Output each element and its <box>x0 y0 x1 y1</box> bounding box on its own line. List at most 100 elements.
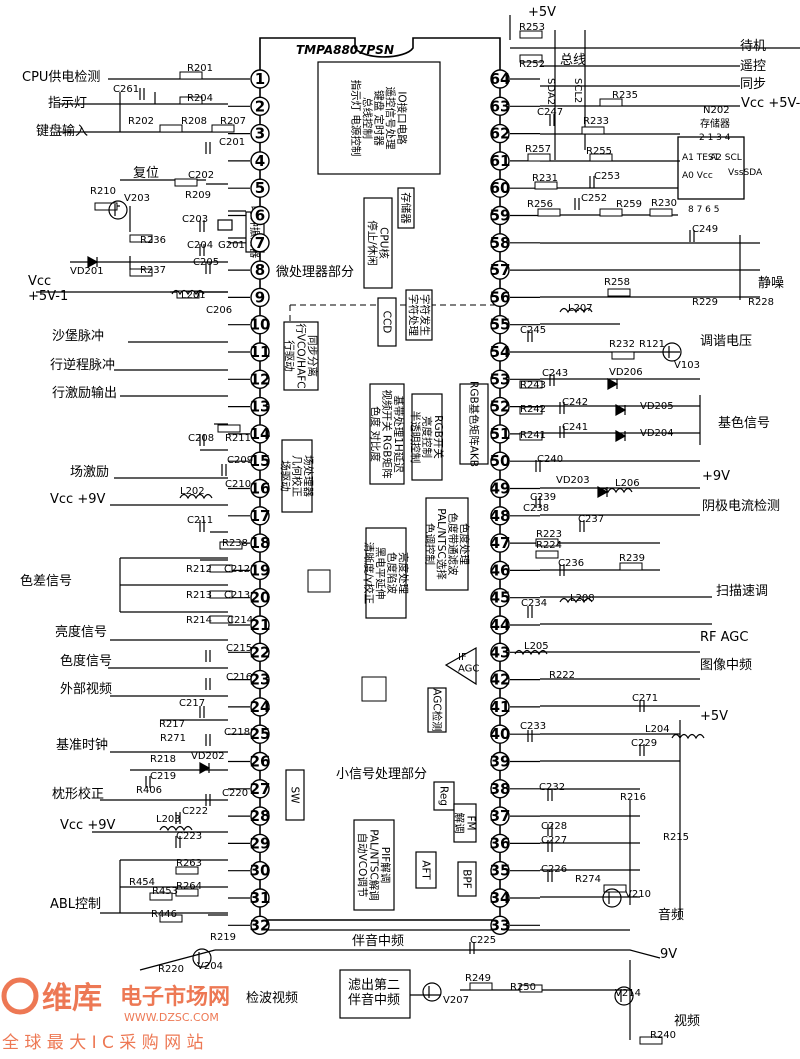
component-label: C271 <box>632 693 658 704</box>
label-sif: 伴音中频 <box>352 933 404 949</box>
pin-number: 11 <box>250 343 271 361</box>
pin-number: 51 <box>490 425 511 443</box>
pin-number: 50 <box>490 452 511 470</box>
resistor <box>527 153 551 162</box>
pin-8 <box>250 260 270 280</box>
block-bpf-label: BPF <box>461 869 473 889</box>
component-label: R243 <box>520 380 546 391</box>
component-label: V103 <box>674 360 700 371</box>
pin-6 <box>250 205 270 226</box>
signal-p9v: +9V <box>702 469 730 484</box>
resistor <box>535 550 559 559</box>
component-label: C253 <box>594 171 620 182</box>
signal-if_in: 图像中频 <box>700 658 752 673</box>
component-label: R223 <box>536 529 562 540</box>
pin-50 <box>490 451 510 471</box>
pin-26 <box>250 751 270 772</box>
pin-60 <box>490 178 510 198</box>
pin-number: 40 <box>490 725 511 743</box>
signal-p5v: +5V <box>528 5 556 20</box>
pin-number: 38 <box>490 780 511 798</box>
inductor <box>599 487 633 494</box>
watermark-url: WWW.DZSC.COM <box>124 1011 219 1024</box>
component-label: C229 <box>631 738 657 749</box>
component-label: R230 <box>651 198 677 209</box>
pin-24 <box>250 697 270 717</box>
component-label: R258 <box>604 277 630 288</box>
signal-vcc9: Vcc +9V <box>50 492 105 507</box>
video-switch <box>361 676 387 702</box>
resistor <box>211 124 235 133</box>
watermark: 维库 电子市场网 WWW.DZSC.COM 全 球 最 大 I C 采 购 网 … <box>1 977 230 1053</box>
resistor <box>159 124 183 133</box>
eeprom-pins-top: 2 1 3 4 <box>699 133 731 143</box>
pin-number: 6 <box>255 207 265 225</box>
component-label: R204 <box>187 93 213 104</box>
watermark-brand: 维库 <box>42 981 102 1016</box>
component-label: C203 <box>182 214 208 225</box>
signal-ext_video: 外部视频 <box>60 682 112 697</box>
pin-number: 62 <box>490 125 511 143</box>
resistor <box>179 96 203 105</box>
diode-icon <box>615 429 627 443</box>
resistor <box>174 178 198 187</box>
signal-sync: 同步 <box>740 77 766 92</box>
pin-number: 59 <box>490 207 511 225</box>
component-label: C239 <box>530 492 556 503</box>
eeprom-vcc: Vcc +5V-1 <box>741 96 800 111</box>
pin-56 <box>490 287 510 308</box>
pin-58 <box>490 233 510 253</box>
pin-number: 9 <box>255 288 265 306</box>
pin-25 <box>250 724 270 744</box>
component-label: R233 <box>583 116 609 127</box>
pin-number: 35 <box>490 862 511 880</box>
component-label: C205 <box>193 257 219 268</box>
signal-cathode: 阴极电流检测 <box>702 499 780 514</box>
block-cpu <box>363 197 393 289</box>
pin-38 <box>490 779 510 799</box>
component-label: C236 <box>558 558 584 569</box>
component-label: R237 <box>140 265 166 276</box>
signal-p2: 指示灯 <box>48 96 87 111</box>
signal-p3: 键盘输入 <box>36 123 88 139</box>
component-label: VD202 <box>191 751 225 762</box>
component-label: R249 <box>465 973 491 984</box>
component-label: V210 <box>625 889 651 900</box>
pin-3 <box>250 123 270 144</box>
eeprom-right: VssSDA <box>728 168 763 178</box>
pin-number: 25 <box>250 725 271 743</box>
watermark-slogan: 全 球 最 大 I C 采 购 网 站 <box>2 1033 204 1053</box>
block-reg <box>433 781 455 811</box>
pin-27 <box>250 779 270 799</box>
pin-number: 12 <box>250 370 271 388</box>
resistor <box>129 268 153 277</box>
pin-number: 2 <box>255 97 265 115</box>
component-label: C223 <box>176 831 202 842</box>
component-label: R250 <box>510 982 536 993</box>
inductor <box>159 825 193 832</box>
component-label: V207 <box>443 995 469 1006</box>
signal-vcc9b: Vcc +9V <box>60 818 115 833</box>
pin-number: 5 <box>255 179 265 197</box>
pin-28 <box>250 806 270 826</box>
block-vproc-label: 场处理器几何校正场驱动 <box>279 455 315 497</box>
component-label: C212 <box>224 564 250 575</box>
component-label: R406 <box>136 785 162 796</box>
block-base-label: 基带处理1H延迟视频开关 RGB矩阵色度 对比度 <box>369 390 405 479</box>
block-io-label: IO接口电路遥控信号处理键盘 定时器总线控制指示灯 电源控制 <box>350 80 409 157</box>
component-label: C240 <box>537 454 563 465</box>
label-small-signal: 小信号处理部分 <box>336 767 427 782</box>
pin-number: 14 <box>250 425 271 443</box>
block-rgbsw <box>411 393 443 481</box>
block-sw-label: SW <box>289 786 301 804</box>
component-label: R121 <box>639 339 665 350</box>
component-label: C219 <box>150 771 176 782</box>
signal-color_diff: 色差信号 <box>20 573 72 589</box>
pin-number: 24 <box>250 698 271 716</box>
pin-number: 60 <box>490 179 511 197</box>
pin-36 <box>490 833 510 854</box>
component-label: R218 <box>150 754 176 765</box>
pin-41 <box>490 697 510 717</box>
